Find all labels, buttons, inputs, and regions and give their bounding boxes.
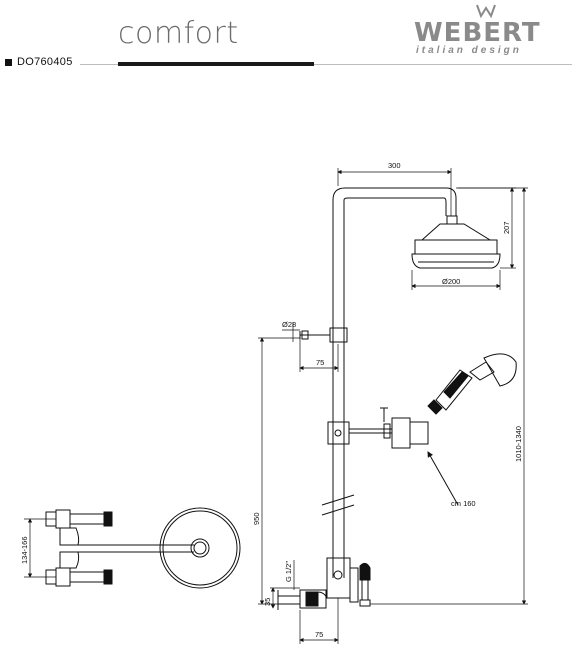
product-code-marker <box>5 59 12 66</box>
mixer-body <box>277 557 371 610</box>
dim-body-projection: 75 <box>315 630 323 639</box>
logo-tagline: italian design <box>416 45 522 56</box>
dim-head-diameter: Ø200 <box>442 277 460 286</box>
page-title: comfort <box>118 16 239 51</box>
dim-outlet-height: 950 <box>252 512 261 525</box>
logo-wordmark: WEBERT <box>414 18 541 48</box>
pipe-break-marks <box>321 494 355 516</box>
header-divider <box>80 64 572 65</box>
logo-w-mark-icon <box>476 4 496 18</box>
brand-logo: WEBERT italian design <box>414 4 544 56</box>
dim-hose-length: cm 160 <box>451 499 476 508</box>
dim-head-drop: 207 <box>502 221 511 234</box>
riser-pipe <box>332 187 457 578</box>
outlet-connector <box>299 327 348 343</box>
header-accent-bar <box>118 62 314 66</box>
dim-thread: G 1/2" <box>284 561 293 582</box>
shower-head <box>411 215 501 269</box>
dim-outlet-projection: 75 <box>316 358 324 367</box>
dim-center-distance: 134-166 <box>20 536 29 564</box>
dim-total-height: 1010-1340 <box>514 426 523 462</box>
dim-outlet-diameter: Ø28 <box>282 320 296 329</box>
hand-shower <box>427 353 517 415</box>
side-view <box>45 507 241 589</box>
slide-bracket <box>327 407 429 449</box>
product-code: DO760405 <box>17 56 73 68</box>
dim-arm-length: 300 <box>388 161 401 170</box>
dim-body-height: 35 <box>263 598 272 606</box>
